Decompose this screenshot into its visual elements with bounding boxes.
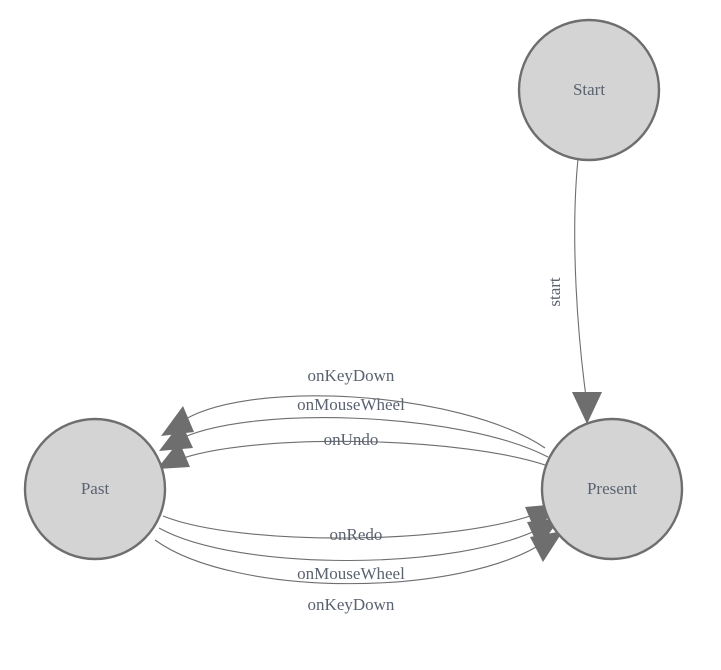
edge-present-past-mousewheel-path [175,417,549,458]
edge-past-present-mousewheel-path [158,526,544,562]
edge-start-label: start [545,277,564,307]
node-present-label: Present [587,479,637,498]
node-start-circle [517,18,661,162]
node-past[interactable]: Past [23,417,167,561]
edge-past-present-keydown[interactable]: onKeyDown [154,531,563,614]
node-past-label: Past [81,479,110,498]
node-past-circle [23,417,167,561]
edge-present-past-undo-path [174,440,552,468]
edge-present-past-keydown-path [177,395,546,449]
edge-past-present-redo-label: onRedo [330,525,383,544]
edge-past-present-keydown-path [154,539,547,585]
edge-start-path [574,158,588,405]
node-present[interactable]: Present [540,417,684,561]
edge-start-arrowhead [572,392,602,424]
edge-present-past-mousewheel-label: onMouseWheel [297,395,405,414]
edge-present-past-mousewheel-arrowhead [159,422,193,451]
edge-past-present-keydown-arrowhead [530,531,563,562]
edge-present-past-undo[interactable]: onUndo [157,430,552,469]
node-start[interactable]: Start [517,18,661,162]
edge-past-present-keydown-label: onKeyDown [308,595,395,614]
edge-present-past-keydown[interactable]: onKeyDown [161,366,546,449]
edge-present-past-mousewheel[interactable]: onMouseWheel [159,395,549,458]
edge-past-present-mousewheel[interactable]: onMouseWheel [158,518,560,583]
node-start-label: Start [573,80,605,99]
edge-present-past-undo-label: onUndo [324,430,379,449]
edge-present-past-keydown-label: onKeyDown [308,366,395,385]
edge-present-past-keydown-arrowhead [161,406,194,436]
node-present-circle [540,417,684,561]
edge-start[interactable]: start [545,158,602,424]
edge-past-present-redo[interactable]: onRedo [162,504,558,544]
edge-past-present-mousewheel-label: onMouseWheel [297,564,405,583]
edge-present-past-undo-arrowhead [157,441,190,469]
edge-past-present-redo-path [162,511,542,539]
